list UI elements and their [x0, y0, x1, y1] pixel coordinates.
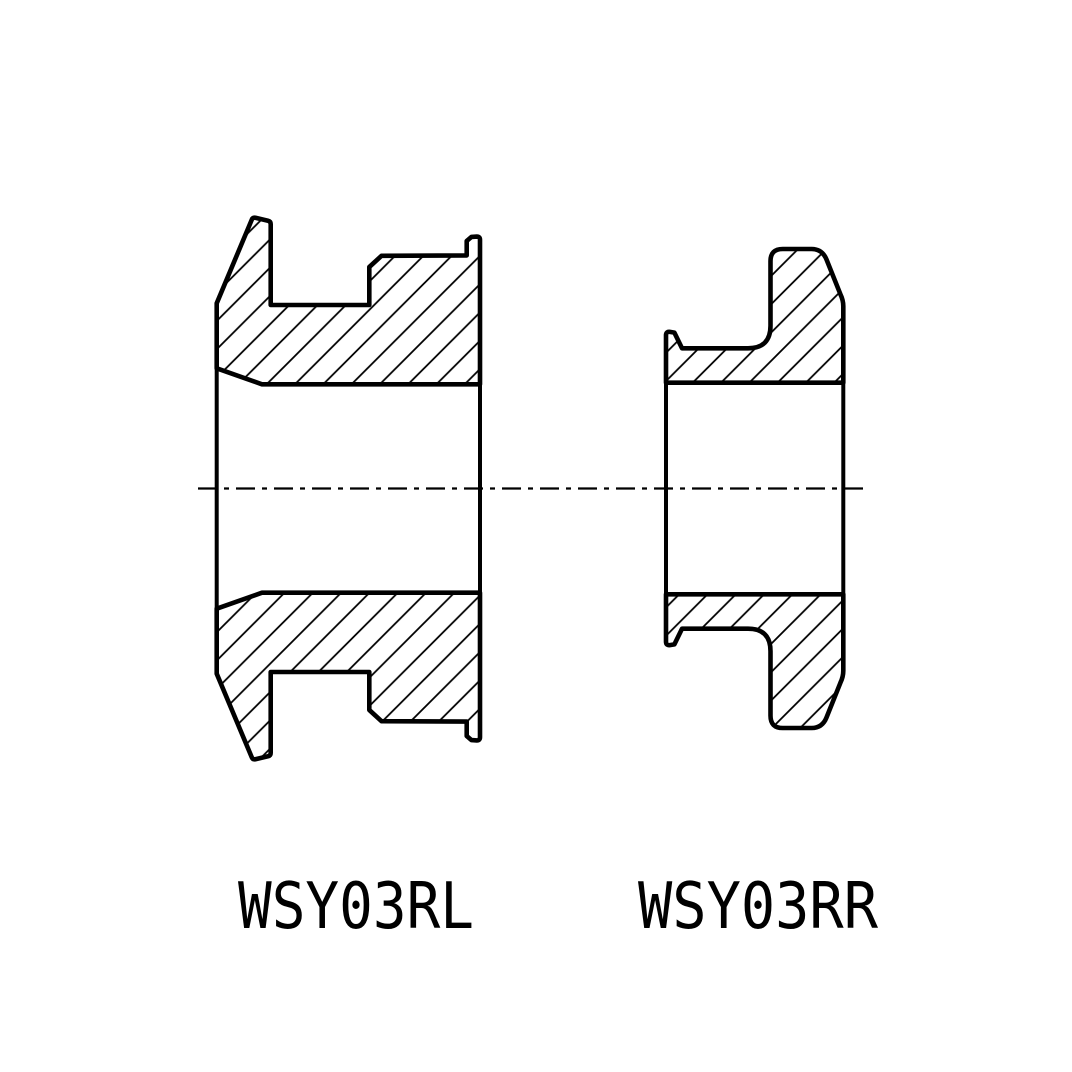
left-part-upper-section [214, 215, 483, 387]
right-part-section-view [663, 246, 846, 731]
left-part-label: WSY03RL [238, 870, 474, 944]
right-part-upper-section [663, 246, 846, 385]
right-part-label: WSY03RR [638, 870, 878, 944]
left-part-lower-section [214, 590, 483, 762]
right-part-lower-section [663, 592, 846, 731]
